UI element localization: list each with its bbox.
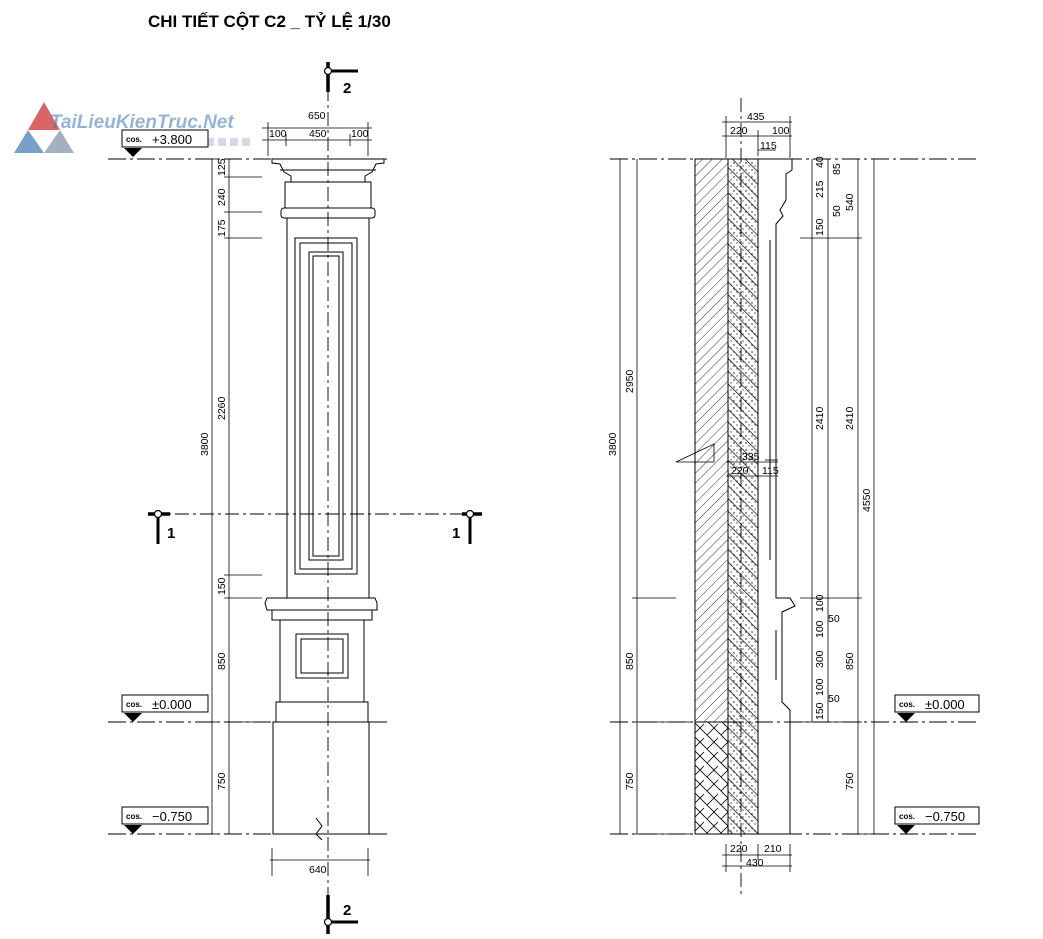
section-marker-1-left: 1 [148, 509, 175, 544]
foundation [272, 721, 370, 835]
cos-label: cos. [126, 700, 142, 709]
column-elevation [264, 158, 385, 841]
sec-dim-right-total: 4550 [861, 488, 873, 512]
level-tag-top-left: cos. +3.800 [121, 129, 209, 157]
sec-dim-top-total: 435 [747, 111, 765, 123]
sec-dim-right-c4: 750 [844, 772, 856, 790]
level-top: +3.800 [152, 132, 192, 147]
base-plinth [271, 609, 373, 621]
sec-dim-left-1: 2950 [624, 369, 636, 393]
dim-chain-2: 240 [216, 188, 228, 206]
dim-chain-7: 750 [216, 772, 228, 790]
sec-dim-right-b3: 50 [828, 693, 840, 705]
section-marker-2-bottom: 2 [323, 895, 358, 934]
cos-label: cos. [126, 135, 142, 144]
sec-dim-mid-b: 115 [762, 465, 779, 477]
section-label-2-bottom: 2 [343, 902, 351, 919]
brick-wall-hatch [694, 158, 729, 723]
level-ground: ±0.000 [925, 697, 965, 712]
section-dimension-lines [613, 116, 880, 872]
section-label-2-top: 2 [343, 80, 351, 97]
cos-label: cos. [126, 812, 142, 821]
dim-width-right: 100 [351, 128, 369, 140]
sec-dim-top-b: 100 [772, 125, 790, 137]
axis-lines [150, 62, 742, 930]
sec-dim-right-a3: 215 [814, 180, 826, 198]
page-title: CHI TIẾT CỘT C2 _ TỶ LỆ 1/30 [148, 12, 391, 31]
dim-width-left: 100 [269, 128, 287, 140]
section-label-1-right: 1 [452, 525, 460, 542]
sec-dim-right-a2: 85 [831, 163, 843, 175]
sec-dim-right-a1: 40 [814, 156, 826, 168]
watermark-text: TaiLieuKienTruc.Net [50, 112, 234, 133]
level-tag-bottom-left: cos. −0.750 [121, 806, 209, 834]
dim-chain-5: 150 [216, 577, 228, 595]
capital-ring [280, 207, 376, 219]
logo-triangle-red [28, 102, 60, 130]
sec-dim-right-a8: 300 [814, 650, 826, 668]
sec-dim-right-a4: 50 [831, 205, 843, 217]
level-bottom: −0.750 [152, 809, 192, 824]
sec-dim-bottom-b: 210 [764, 843, 782, 855]
level-bottom: −0.750 [925, 809, 965, 824]
section-callout [675, 443, 715, 463]
column-section [675, 158, 796, 835]
dim-chain-1: 125 [216, 158, 228, 176]
sec-dim-right-c3: 850 [844, 652, 856, 670]
pedestal-panel-inner [300, 638, 344, 674]
pedestal-panel-outer [295, 633, 349, 679]
sec-dim-right-c2: 2410 [844, 406, 856, 430]
sec-dim-right-c1: 540 [844, 193, 856, 211]
section-label-1-left: 1 [167, 525, 175, 542]
shaft-panel-inner [308, 251, 344, 561]
pedestal [279, 619, 365, 703]
sec-dim-top-sub: 115 [760, 140, 777, 152]
dim-width-total: 650 [308, 110, 326, 122]
sec-dim-left-2: 850 [624, 652, 636, 670]
sec-dim-mid-total: 335 [742, 451, 760, 463]
level-tag-bottom-right: cos. −0.750 [894, 806, 980, 834]
sec-dim-right-a9: 100 [814, 678, 826, 696]
pedestal-foot [275, 701, 369, 723]
sec-dim-right-b1: 2410 [814, 406, 826, 430]
sec-dim-mid-a: 220 [731, 465, 749, 477]
level-lines [108, 158, 980, 835]
section-dimension-text: 435 220 100 115 335 220 115 220 210 430 … [607, 111, 873, 869]
level-tag-ground-left: cos. ±0.000 [121, 694, 209, 722]
dim-base-width: 640 [309, 864, 327, 876]
level-ground: ±0.000 [152, 697, 192, 712]
sec-dim-bottom-a: 220 [730, 843, 748, 855]
cos-label: cos. [899, 812, 915, 821]
base-torus [264, 597, 378, 611]
shaft-panel-outer [294, 237, 358, 575]
section-marker-1-right: 1 [452, 509, 482, 544]
foundation-brick [694, 721, 729, 835]
sec-dim-right-a5: 150 [814, 218, 826, 236]
logo-triangle-blue [14, 130, 44, 153]
dim-chain-3: 175 [216, 219, 228, 237]
dim-width-mid: 450 [309, 128, 327, 140]
section-marker-2-top: 2 [323, 62, 358, 97]
sec-dim-left-3: 750 [624, 772, 636, 790]
sec-dim-right-a10: 150 [814, 702, 826, 720]
level-tag-ground-right: cos. ±0.000 [894, 694, 980, 722]
dim-chain-4: 2260 [216, 396, 228, 420]
elevation-dimension-lines [205, 122, 372, 876]
plaster-profile [758, 158, 796, 835]
break-symbol [315, 817, 323, 841]
watermark-logo: TaiLieuKienTruc.Net [14, 102, 250, 153]
dim-total-height: 3800 [199, 432, 211, 456]
sec-dim-right-b2: 50 [828, 613, 840, 625]
cos-label: cos. [899, 700, 915, 709]
logo-triangle-grey [44, 130, 74, 153]
sec-dim-top-a: 220 [730, 125, 748, 137]
dim-chain-6: 850 [216, 652, 228, 670]
sec-dim-right-a7: 100 [814, 620, 826, 638]
sec-dim-right-a6: 100 [814, 594, 826, 612]
sec-dim-bottom-total: 430 [746, 857, 764, 869]
elevation-dimension-text: 650 100 450 100 640 3800 125 240 175 226… [199, 110, 369, 876]
sec-dim-left-total: 3800 [607, 432, 619, 456]
